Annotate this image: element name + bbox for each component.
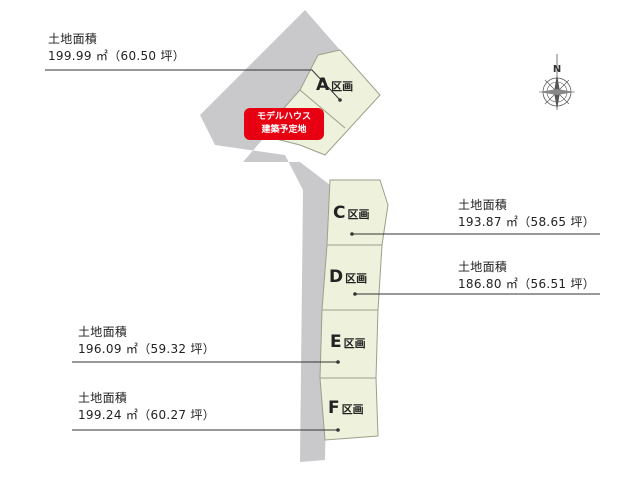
compass-north-label: N <box>553 64 561 75</box>
area-label-value: 186.80 ㎡（56.51 坪） <box>458 277 596 291</box>
area-label-title: 土地面積 <box>78 391 128 405</box>
area-label-c: 土地面積 193.87 ㎡（58.65 坪） <box>458 197 595 231</box>
area-label-value: 196.09 ㎡（59.32 坪） <box>78 342 216 356</box>
leader-dot-e <box>336 360 340 364</box>
lot-letter: E <box>330 332 342 352</box>
leader-line-a <box>45 69 341 101</box>
lot-suffix: 区画 <box>345 272 368 285</box>
area-label-title: 土地面積 <box>78 325 128 339</box>
area-label-title: 土地面積 <box>458 260 508 274</box>
lot-suffix: 区画 <box>331 80 354 93</box>
leader-dot-c <box>350 232 354 236</box>
access-road <box>200 10 340 462</box>
badge-line-2: 建築予定地 <box>261 125 307 135</box>
area-label-e: 土地面積 196.09 ㎡（59.32 坪） <box>78 324 215 358</box>
lot-letter: D <box>329 267 344 287</box>
area-label-title: 土地面積 <box>48 32 98 46</box>
lot-suffix: 区画 <box>347 208 370 221</box>
lot-c <box>326 179 389 246</box>
compass-rose-icon <box>539 54 575 110</box>
lot-letter: C <box>333 203 346 223</box>
leader-dot-d <box>353 292 357 296</box>
area-label-value: 199.99 ㎡（60.50 坪） <box>48 49 186 63</box>
area-label-title: 土地面積 <box>458 198 508 212</box>
area-label-a: 土地面積 199.99 ㎡（60.50 坪） <box>48 31 185 65</box>
area-label-d: 土地面積 186.80 ㎡（56.51 坪） <box>458 259 595 293</box>
area-label-value: 193.87 ㎡（58.65 坪） <box>458 215 596 229</box>
lot-letter: A <box>316 75 330 95</box>
lot-suffix: 区画 <box>341 403 364 416</box>
leader-dot-f <box>336 428 340 432</box>
model-house-badge: モデルハウス 建築予定地 <box>244 108 324 140</box>
badge-line-1: モデルハウス <box>256 112 311 122</box>
lot-a-inner-divider <box>299 89 346 129</box>
lot-f <box>319 377 379 441</box>
area-label-f: 土地面積 199.24 ㎡（60.27 坪） <box>78 390 215 424</box>
lot-letter: F <box>328 398 340 418</box>
lot-suffix: 区画 <box>343 337 366 350</box>
area-label-value: 199.24 ㎡（60.27 坪） <box>78 408 216 422</box>
leader-dot-a <box>338 98 342 102</box>
